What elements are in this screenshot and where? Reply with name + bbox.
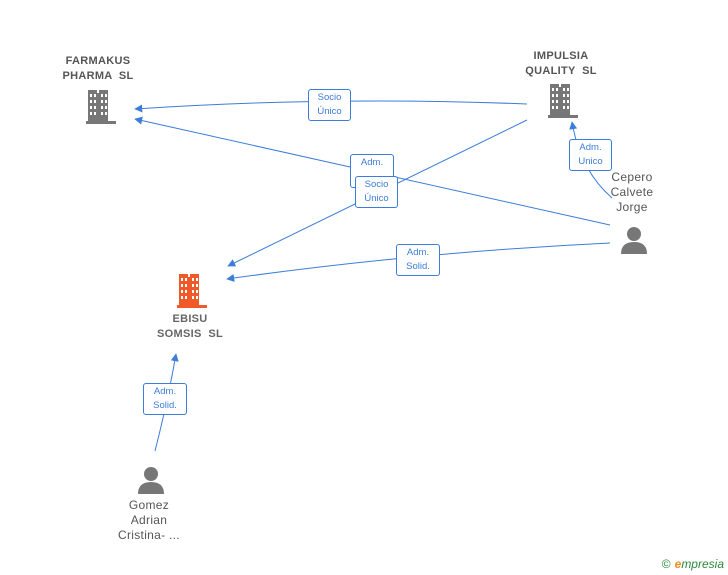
- person-name-line: Cepero: [611, 170, 653, 184]
- building-icon-farmakus[interactable]: [86, 90, 116, 124]
- relation-text: Adm.: [153, 386, 177, 397]
- brand-name: mpresia: [681, 557, 724, 571]
- company-name-line: SOMSIS SL: [157, 328, 223, 340]
- relation-text: Socio: [364, 179, 389, 190]
- company-name-line: QUALITY SL: [525, 65, 597, 77]
- building-icon-ebisu[interactable]: [177, 274, 207, 308]
- relation-text: Adm.: [406, 247, 430, 258]
- brand-footer: ©empresia: [662, 557, 724, 571]
- relation-text: Socio: [317, 92, 342, 103]
- relation-text: Único: [317, 106, 342, 117]
- company-label-impulsia[interactable]: IMPULSIA QUALITY SL: [511, 49, 611, 79]
- relation-label-cepero-impulsia[interactable]: Adm. Unico: [569, 139, 612, 171]
- relation-label-gomez-ebisu[interactable]: Adm. Solid.: [143, 383, 187, 415]
- relation-label-cepero-ebisu[interactable]: Adm. Solid.: [396, 244, 440, 276]
- person-name-line: Jorge: [616, 200, 648, 214]
- company-name-line: EBISU: [172, 313, 208, 325]
- person-icon-cepero[interactable]: [621, 227, 647, 254]
- person-name-line: Calvete: [610, 185, 654, 199]
- brand-logo[interactable]: empresia: [675, 557, 724, 571]
- person-name-line: Adrian: [130, 513, 168, 527]
- person-icon-gomez[interactable]: [138, 467, 164, 494]
- person-name-line: Cristina- ...: [118, 528, 180, 542]
- company-name-line: IMPULSIA: [533, 50, 589, 62]
- building-icon-impulsia[interactable]: [548, 84, 578, 118]
- relation-text: Adm.: [579, 142, 602, 153]
- relation-text: Único: [364, 193, 389, 204]
- relation-text: Solid.: [153, 400, 177, 411]
- company-name-line: FARMAKUS: [65, 55, 131, 67]
- copyright-icon: ©: [661, 557, 671, 571]
- company-name-line: PHARMA SL: [62, 70, 134, 82]
- relation-label-impulsia-ebisu[interactable]: Socio Único: [355, 176, 398, 208]
- relation-text: Solid.: [406, 261, 430, 272]
- person-label-cepero[interactable]: Cepero Calvete Jorge: [596, 170, 668, 215]
- company-label-farmakus[interactable]: FARMAKUS PHARMA SL: [48, 54, 148, 84]
- relation-text: Unico: [578, 156, 603, 167]
- person-label-gomez[interactable]: Gomez Adrian Cristina- ...: [104, 498, 194, 543]
- relation-text: Adm.: [360, 157, 384, 168]
- person-name-line: Gomez: [128, 498, 170, 512]
- brand-initial: e: [674, 557, 682, 571]
- relation-label-impulsia-farmakus[interactable]: Socio Único: [308, 89, 351, 121]
- company-label-ebisu[interactable]: EBISU SOMSIS SL: [140, 312, 240, 342]
